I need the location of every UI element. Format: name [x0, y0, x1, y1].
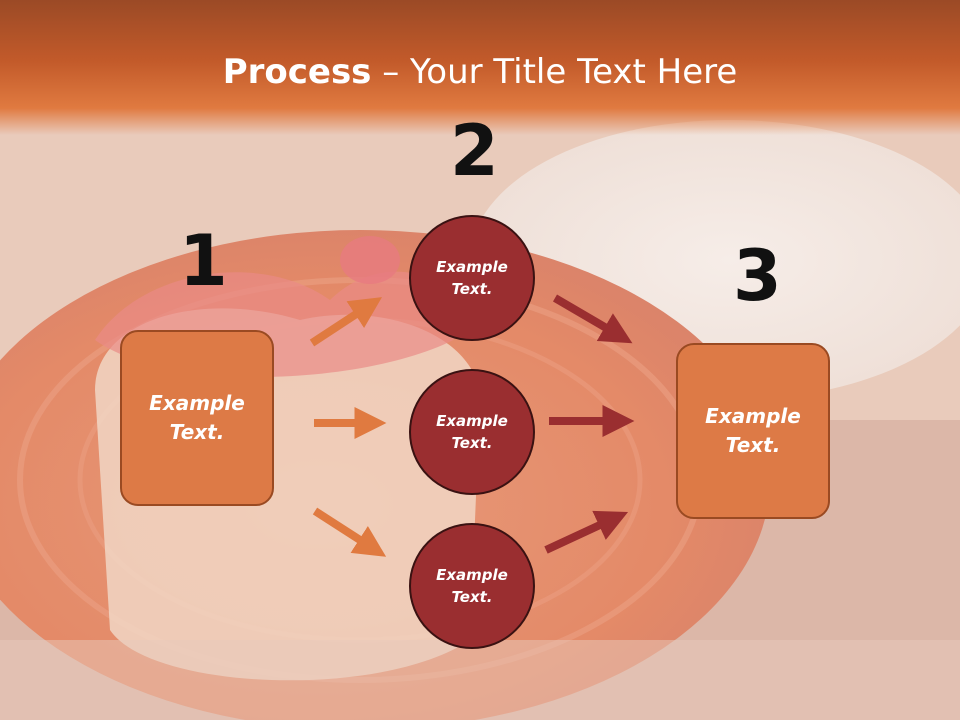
step-number-1: 1	[179, 220, 228, 302]
arrow-from-circle-3	[544, 510, 629, 554]
title-bold: Process	[222, 52, 372, 92]
step-1-box: Example Text.	[120, 330, 274, 506]
arrow-to-circle-1	[309, 297, 383, 347]
step-2-circle-3: Example Text.	[409, 523, 535, 649]
circle-2-label: Example Text.	[436, 411, 508, 453]
step-2-circle-2: Example Text.	[409, 369, 535, 495]
step-3-label: Example Text.	[705, 404, 801, 457]
step-2-circle-1: Example Text.	[409, 215, 535, 341]
step-1-label: Example Text.	[149, 391, 245, 444]
circle-1-label: Example Text.	[436, 257, 508, 299]
step-number-3: 3	[733, 235, 782, 317]
arrow-to-circle-3	[312, 507, 387, 557]
title-rest: – Your Title Text Here	[371, 52, 738, 92]
arrow-from-circle-1	[552, 294, 633, 344]
slide-title: Process – Your Title Text Here	[0, 52, 960, 92]
circle-3-label: Example Text.	[436, 565, 508, 607]
header-band	[0, 0, 960, 135]
step-3-box: Example Text.	[676, 343, 830, 519]
step-number-2: 2	[450, 110, 499, 192]
